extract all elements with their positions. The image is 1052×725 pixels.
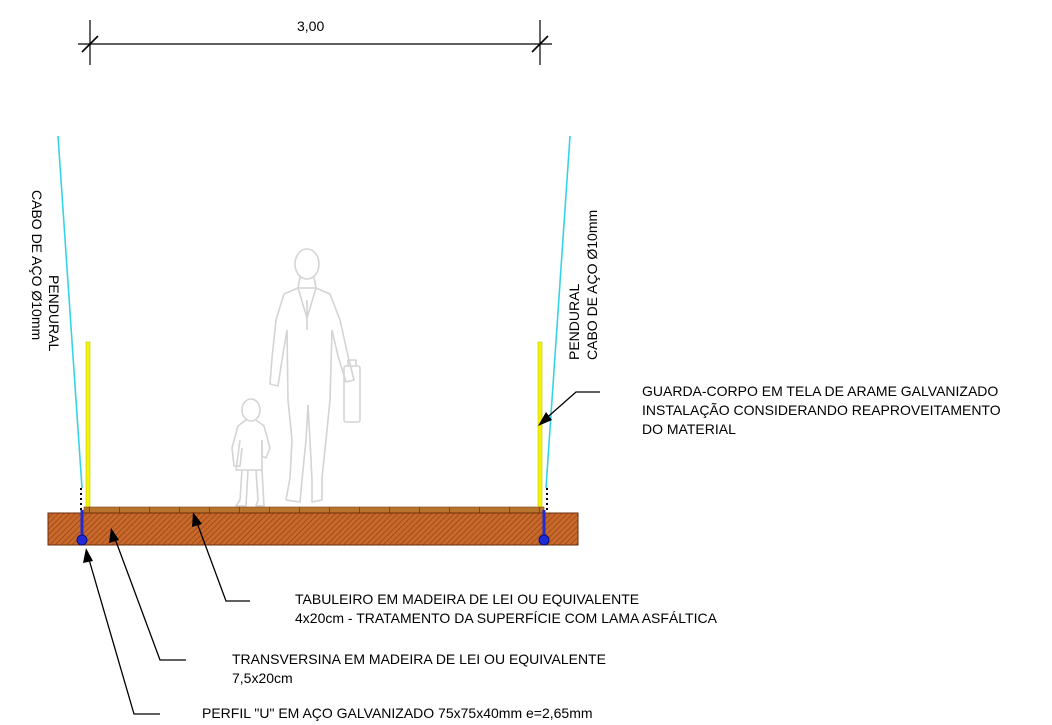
crossbeam-note-line: 7,5x20cm bbox=[232, 670, 293, 686]
dimension-tick-left bbox=[81, 35, 99, 53]
profile-note-line: PERFIL "U" EM AÇO GALVANIZADO 75x75x40mm… bbox=[202, 705, 593, 721]
profile-note: PERFIL "U" EM AÇO GALVANIZADO 75x75x40mm… bbox=[202, 704, 593, 723]
leader-lines bbox=[83, 391, 600, 715]
crossbeam-arrowhead bbox=[109, 528, 119, 543]
profile-leader bbox=[87, 555, 160, 715]
right-hanger-label-line2: CABO DE AÇO Ø10mm bbox=[584, 209, 600, 360]
guardrail-arrowhead bbox=[538, 412, 552, 426]
guardrail-note-line: INSTALAÇÃO CONSIDERANDO REAPROVEITAMENTO bbox=[642, 402, 1001, 418]
steel-cable-hangers bbox=[57, 135, 571, 510]
right-hanger-label-line1: PENDURAL bbox=[566, 283, 582, 360]
timber-crossbeam bbox=[47, 512, 579, 546]
right-guardrail-post bbox=[537, 341, 543, 511]
left-hanger-label-line1: PENDURAL bbox=[46, 275, 62, 352]
right-u-profile-bolt bbox=[538, 534, 550, 546]
dimension-line bbox=[78, 20, 552, 65]
guardrail-note-line: GUARDA-CORPO EM TELA DE ARAME GALVANIZAD… bbox=[642, 383, 999, 399]
guardrail-note: GUARDA-CORPO EM TELA DE ARAME GALVANIZAD… bbox=[642, 382, 1001, 439]
guardrail-posts bbox=[85, 341, 543, 511]
left-hanger-cable bbox=[57, 135, 83, 489]
dimension-label: 3,00 bbox=[297, 18, 325, 34]
dimension-tick-right bbox=[531, 35, 549, 53]
u-steel-profiles bbox=[76, 510, 550, 546]
deck-planks bbox=[83, 506, 545, 514]
left-guardrail-post bbox=[85, 341, 91, 511]
crossbeam-note-line: TRANSVERSINA EM MADEIRA DE LEI OU EQUIVA… bbox=[232, 651, 606, 667]
profile-arrowhead bbox=[83, 548, 93, 563]
crossbeam-note: TRANSVERSINA EM MADEIRA DE LEI OU EQUIVA… bbox=[232, 650, 606, 688]
left-u-profile-bolt bbox=[76, 534, 88, 546]
human-figures-illustration bbox=[231, 248, 361, 507]
deck-note: TABULEIRO EM MADEIRA DE LEI OU EQUIVALEN… bbox=[295, 590, 717, 628]
deck-note-line: 4x20cm - TRATAMENTO DA SUPERFÍCIE COM LA… bbox=[295, 610, 717, 626]
deck-arrowhead bbox=[192, 512, 202, 527]
right-hanger-cable bbox=[545, 135, 571, 489]
crossbeam-leader bbox=[113, 535, 186, 661]
child-figure bbox=[231, 398, 271, 507]
adult-figure bbox=[269, 248, 361, 503]
left-hanger-label-line2: CABO DE AÇO Ø10mm bbox=[29, 190, 45, 341]
guardrail-leader bbox=[541, 391, 600, 423]
deck-leader bbox=[195, 519, 250, 602]
deck-note-line: TABULEIRO EM MADEIRA DE LEI OU EQUIVALEN… bbox=[295, 591, 640, 607]
guardrail-note-line: DO MATERIAL bbox=[642, 421, 736, 437]
